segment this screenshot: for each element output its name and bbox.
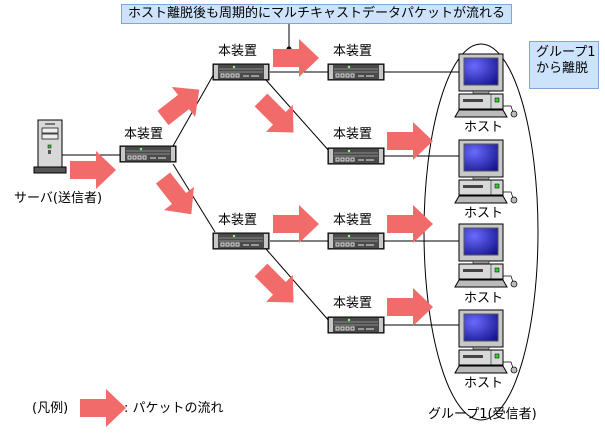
packet-arrow-leaf3-host3: [387, 205, 433, 243]
leave-callout-line1: グループ1: [536, 45, 596, 60]
device-label-root: 本装置: [124, 127, 164, 142]
switch-device-icon: [327, 316, 385, 334]
leave-callout-line2: から離脱: [536, 61, 589, 76]
switch-device-icon: [327, 147, 385, 165]
packet-arrow-upper-leaf1: [273, 39, 319, 77]
server-label: サーバ(送信者): [14, 191, 103, 206]
device-label-leaf3: 本装置: [333, 213, 373, 228]
packet-arrow-root-lower: [148, 166, 207, 226]
desktop-pc-icon: [454, 139, 518, 204]
leave-callout: グループ1 から離脱: [529, 41, 599, 89]
device-label-lower: 本装置: [218, 213, 258, 228]
host-label-3: ホスト: [464, 291, 504, 306]
switch-device-icon: [212, 63, 270, 81]
server-tower-icon: [33, 119, 67, 174]
top-callout: ホスト離脱後も周期的にマルチキャストデータパケットが流れる: [121, 4, 513, 24]
device-label-leaf2: 本装置: [333, 127, 373, 142]
switch-device-icon: [119, 145, 177, 163]
device-label-upper: 本装置: [218, 44, 258, 59]
switch-device-icon: [327, 63, 385, 81]
top-callout-text: ホスト離脱後も周期的にマルチキャストデータパケットが流れる: [128, 6, 506, 21]
device-label-leaf1: 本装置: [333, 44, 373, 59]
device-label-leaf4: 本装置: [333, 296, 373, 311]
desktop-pc-icon: [454, 223, 518, 288]
legend-description: : パケットの流れ: [124, 401, 224, 416]
switch-device-icon: [327, 232, 385, 250]
desktop-pc-icon: [454, 309, 518, 374]
link-root-lower: [172, 163, 216, 233]
packet-arrow-leaf4-host4: [387, 288, 433, 326]
packet-arrow-leaf2-host2: [387, 122, 433, 160]
packet-arrow-server-root: [70, 151, 116, 189]
link-upper-leaf2: [265, 79, 331, 153]
packet-arrow-lower-leaf3: [273, 205, 319, 243]
legend-prefix: (凡例): [32, 401, 69, 416]
legend-arrow-icon: [80, 389, 126, 427]
host-label-1: ホスト: [464, 120, 504, 135]
packet-arrow-root-upper: [151, 74, 211, 133]
switch-device-icon: [212, 232, 270, 250]
desktop-pc-icon: [454, 53, 518, 118]
host-label-2: ホスト: [464, 206, 504, 221]
host-label-4: ホスト: [464, 376, 504, 391]
link-lower-leaf4: [265, 248, 331, 323]
group-label: グループ1(受信者): [428, 407, 537, 422]
